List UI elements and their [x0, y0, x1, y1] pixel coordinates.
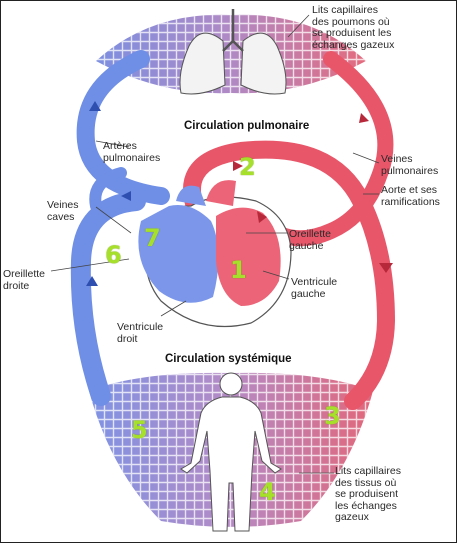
left-ventricle-label: Ventricule gauche	[291, 276, 338, 300]
heart-illustration	[138, 180, 292, 328]
right-atrium-label: Oreillette droite	[3, 268, 46, 292]
lungs-illustration	[179, 9, 287, 95]
marker-number-1: 1	[230, 256, 247, 284]
marker-number-4: 4	[259, 478, 276, 506]
right-ventricle-label: Ventricule droit	[117, 321, 164, 345]
marker-number-7: 7	[144, 224, 161, 252]
human-body-silhouette	[180, 372, 282, 532]
flow-direction-arrows-red	[233, 113, 393, 273]
lung-capillary-bed	[96, 14, 366, 94]
tissue-capillaries-label: Lits capillaires des tissus où se produi…	[335, 465, 401, 523]
systemic-circulation-title: Circulation systémique	[165, 353, 292, 365]
marker-number-2: 2	[239, 153, 256, 181]
leader-lines	[50, 14, 380, 474]
venae-cavae-label: Veines caves	[47, 199, 79, 223]
deoxygenated-vessels	[70, 50, 170, 406]
pulmonary-veins-label: Veines pulmonaires	[381, 153, 439, 177]
aorta-label: Aorte et ses ramifications	[381, 184, 440, 208]
marker-number-3: 3	[324, 402, 341, 430]
pulmonary-arteries-label: Artères pulmonaires	[103, 140, 161, 164]
oxygenated-vessels	[183, 51, 396, 410]
flow-direction-arrows	[86, 101, 131, 286]
left-atrium-label: Oreillette gauche	[289, 228, 332, 252]
marker-number-5: 5	[131, 416, 148, 444]
marker-number-6: 6	[105, 241, 122, 269]
pulmonary-circulation-title: Circulation pulmonaire	[184, 120, 310, 132]
lung-capillaries-label: Lits capillaires des poumons où se produ…	[312, 4, 395, 51]
